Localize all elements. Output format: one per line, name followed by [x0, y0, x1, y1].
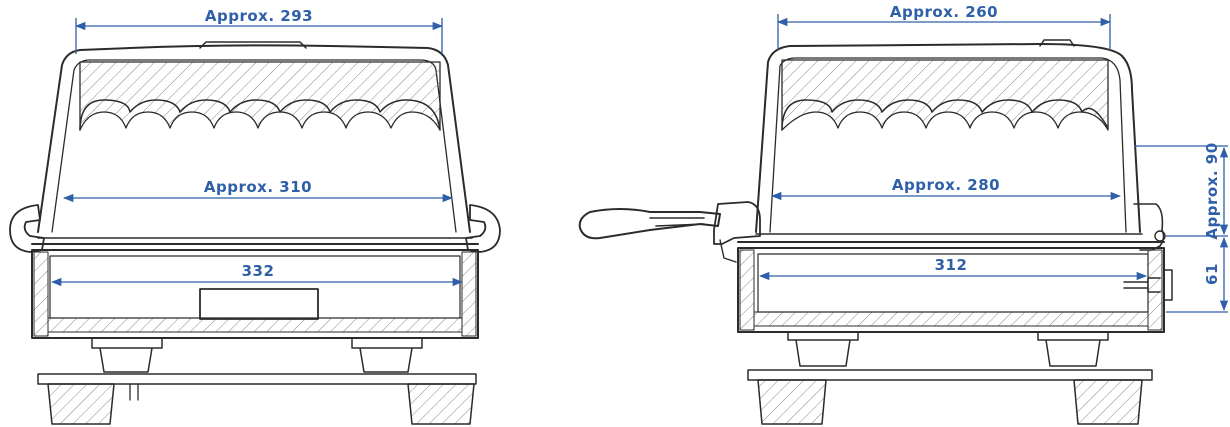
side-dim-upper-label: Approx. 280 — [892, 176, 1000, 194]
front-view — [9, 41, 501, 425]
side-dim-upper-height-label: Approx. 90 — [1203, 142, 1221, 239]
front-top-plate — [79, 61, 441, 131]
front-lower-floor — [47, 317, 463, 333]
front-right-base-leg — [407, 383, 475, 425]
side-view — [578, 39, 1173, 425]
side-power-connector — [1123, 269, 1173, 301]
front-lower-wall-left — [33, 251, 49, 337]
front-lower-body — [31, 249, 479, 339]
front-left-foot — [91, 337, 163, 373]
side-latch — [1133, 203, 1165, 251]
side-lower-wall-left — [739, 249, 755, 331]
side-dim-top-label: Approx. 260 — [890, 3, 998, 21]
side-lower-floor — [753, 311, 1149, 327]
side-base-tray — [747, 369, 1153, 381]
front-dim-top-label: Approx. 293 — [205, 7, 313, 25]
side-dim-lower-height-label: 61 — [1203, 263, 1221, 285]
front-dim-upper-label: Approx. 310 — [204, 178, 312, 196]
side-dim-lower-label: 312 — [935, 256, 968, 274]
side-dimensions — [758, 14, 1229, 313]
front-left-base-leg — [47, 383, 115, 425]
side-lever-arm — [649, 217, 705, 227]
side-wave-row — [781, 99, 1109, 131]
front-right-hinge — [465, 204, 501, 253]
side-right-foot — [1037, 331, 1109, 367]
front-dim-lower-label: 332 — [242, 262, 275, 280]
side-lid-handle — [1039, 39, 1075, 47]
front-dimensions — [50, 18, 464, 287]
side-hinge-block — [713, 201, 761, 245]
side-lever-handle — [578, 208, 721, 240]
side-left-base-leg — [757, 379, 827, 425]
side-left-foot — [787, 331, 859, 367]
side-lower-wall-right — [1147, 249, 1163, 331]
front-wave-row — [79, 99, 441, 131]
front-right-foot — [351, 337, 423, 373]
front-lid-handle — [199, 41, 307, 49]
front-lower-inner — [49, 255, 461, 319]
side-lower-body — [737, 247, 1165, 333]
side-top-plate — [781, 59, 1109, 131]
side-lid-shell — [755, 43, 1141, 233]
front-lower-wall-right — [461, 251, 477, 337]
front-left-hinge — [9, 204, 45, 253]
front-lid-shell — [37, 44, 471, 233]
side-right-base-leg — [1073, 379, 1143, 425]
front-control-panel — [199, 288, 319, 320]
front-base-tray — [37, 373, 477, 385]
